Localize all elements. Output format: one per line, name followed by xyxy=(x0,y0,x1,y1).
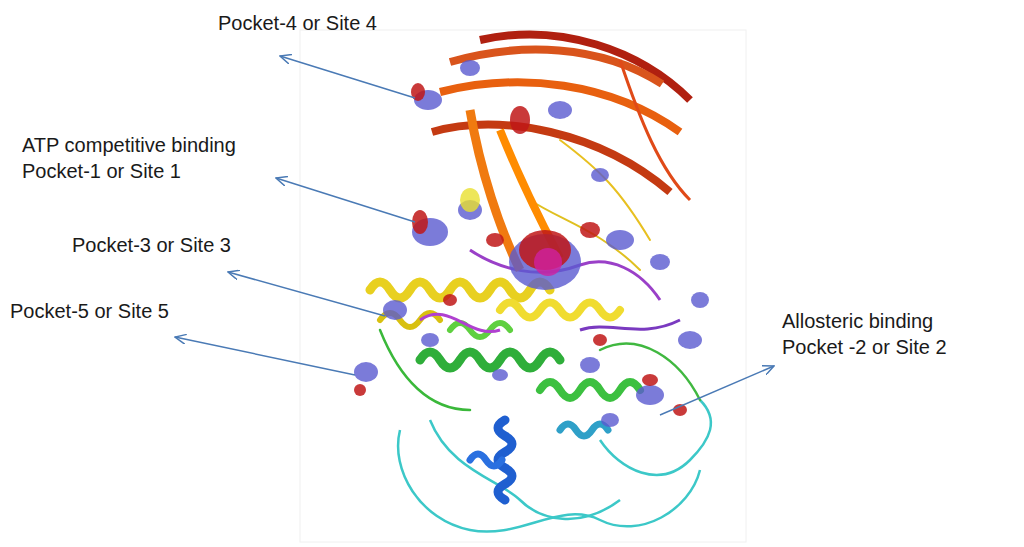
pocket-surface xyxy=(354,60,709,427)
callout-label: Pocket-3 or Site 3 xyxy=(72,232,332,258)
pocket-surface xyxy=(354,83,687,416)
helix-ribbon xyxy=(380,323,700,410)
beta-sheet xyxy=(432,35,690,270)
callout-label: Allosteric binding Pocket -2 or Site 2 xyxy=(782,308,982,360)
callout-label: ATP competitive binding Pocket-1 or Site… xyxy=(22,132,262,184)
leader-arrow xyxy=(175,56,774,415)
loop-ribbon xyxy=(398,400,711,532)
callout-label: Pocket-4 or Site 4 xyxy=(218,10,478,36)
callout-label: Pocket-5 or Site 5 xyxy=(10,298,270,324)
ligand-surface xyxy=(534,248,562,276)
figure-frame xyxy=(300,30,746,542)
helix-ribbon xyxy=(370,140,650,327)
helix-ribbon xyxy=(470,420,608,500)
ligand-surface xyxy=(460,188,480,212)
